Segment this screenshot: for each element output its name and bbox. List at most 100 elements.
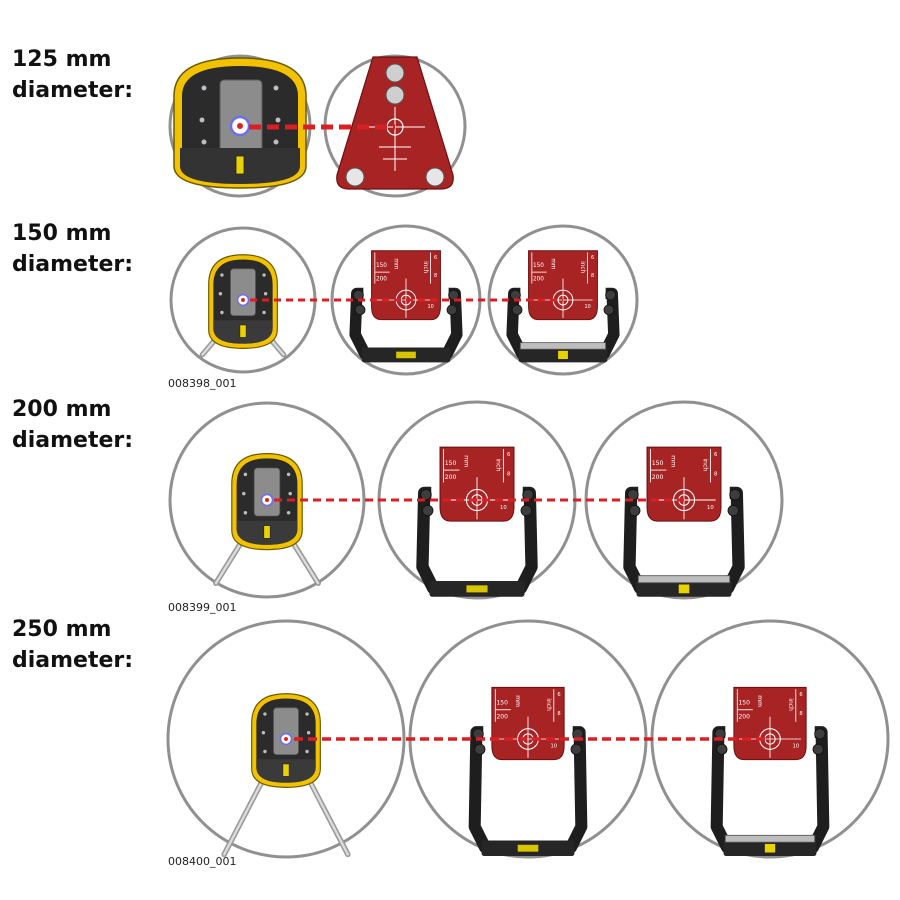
target-foot — [425, 167, 445, 187]
target-scale-mark: 150 — [533, 263, 544, 269]
level-vial — [239, 324, 247, 338]
laser-250 — [221, 693, 351, 858]
target-scale-mark: mm — [756, 695, 763, 707]
target-scale-mark: 8 — [714, 471, 717, 477]
target-scale-mark: 200 — [652, 474, 664, 481]
holder-knob — [448, 289, 459, 301]
target-scale-mark: mm — [550, 258, 556, 270]
holder-knob — [727, 504, 739, 517]
screw — [243, 472, 248, 477]
holder-knob — [422, 504, 434, 517]
target-scale-mark: 200 — [376, 276, 387, 282]
screw — [288, 491, 292, 496]
holder-level-vial — [764, 843, 776, 853]
row-3-label: 200 mm diameter: — [12, 397, 134, 453]
screw — [305, 712, 309, 716]
holder-knob — [446, 304, 458, 316]
laser-plate — [230, 268, 256, 316]
screw — [286, 472, 291, 477]
screw — [275, 117, 281, 123]
holder-knob — [520, 504, 532, 517]
holder-knob — [474, 743, 486, 755]
screw — [262, 310, 266, 315]
target-scale-mark: 8 — [434, 273, 437, 279]
target-scale-mark: 200 — [496, 713, 508, 720]
target-scale-mark: 150 — [652, 460, 664, 467]
holder-knob — [420, 489, 432, 501]
laser-aperture-dot — [265, 498, 269, 502]
holder-level-vial — [558, 350, 568, 360]
screw — [263, 292, 268, 296]
target-scale-mark: inch — [545, 698, 552, 711]
target-scale-mark: 10 — [427, 304, 433, 310]
screw — [220, 310, 224, 315]
target-200-a: 150 200 mm inch 6 8 10 — [416, 446, 538, 597]
screw — [201, 139, 207, 145]
target-scale-mark: mm — [670, 455, 677, 467]
row-4-figure-code: 008400_001 — [168, 855, 237, 868]
laser-closeup-125 — [173, 57, 307, 189]
target-scale-mark: mm — [463, 455, 470, 467]
target-scale-mark: 10 — [500, 505, 507, 511]
target-scale-mark: 10 — [793, 744, 800, 750]
holder-knob — [605, 289, 616, 301]
target-knob — [385, 63, 405, 83]
holder-knob — [627, 489, 639, 501]
holder-knob — [812, 743, 824, 755]
target-scale-mark: inch — [579, 261, 585, 273]
holder-knob — [354, 304, 366, 316]
target-scale-mark: 10 — [551, 744, 558, 750]
screw — [261, 731, 266, 735]
holder-knob — [522, 489, 534, 501]
laser-aperture-dot — [284, 737, 288, 741]
target-scale-mark: 6 — [799, 692, 802, 698]
holder-level-vial — [678, 584, 690, 594]
holder-knob — [570, 743, 582, 755]
target-scale-mark: inch — [422, 261, 428, 273]
holder-knob — [511, 304, 523, 316]
triangular-target-125 — [336, 56, 454, 190]
target-scale-mark: 8 — [557, 711, 560, 717]
target-scale-mark: 150 — [738, 700, 750, 707]
screw — [201, 85, 207, 91]
row-4-label: 250 mm diameter: — [12, 617, 134, 673]
target-scale-mark: 10 — [584, 304, 590, 310]
target-scale-mark: 8 — [799, 711, 802, 717]
target-scale-mark: 6 — [557, 692, 560, 698]
screw — [305, 749, 309, 754]
laser-plate — [253, 467, 281, 517]
screw — [242, 491, 246, 496]
target-scale-mark: mm — [393, 258, 399, 270]
screw — [263, 749, 267, 754]
laser-plate — [273, 707, 299, 755]
laser-aperture-dot — [237, 123, 243, 129]
target-scale-mark: 150 — [445, 460, 457, 467]
holder-knob — [603, 304, 615, 316]
holder-level-bar — [519, 342, 607, 350]
laser-200 — [213, 452, 321, 587]
target-scale-mark: 6 — [714, 452, 718, 458]
target-scale-mark: 150 — [496, 700, 508, 707]
laser-aperture-dot — [241, 298, 245, 302]
holder-knob — [629, 504, 641, 517]
holder-level-bar — [637, 575, 731, 584]
target-scale-mark: 6 — [591, 255, 594, 261]
holder-label-plate — [466, 585, 488, 593]
holder-label-plate — [517, 844, 539, 852]
target-scale-mark: 150 — [376, 263, 387, 269]
laser-150 — [199, 254, 287, 358]
row-3-figure-code: 008399_001 — [168, 601, 237, 614]
target-scale-mark: inch — [494, 458, 501, 471]
row-2-figure-code: 008398_001 — [168, 377, 237, 390]
target-scale-mark: 200 — [445, 474, 457, 481]
screw — [199, 117, 205, 123]
screw — [220, 273, 224, 277]
target-knob — [385, 85, 405, 105]
target-scale-mark: 6 — [507, 452, 511, 458]
screw — [262, 273, 266, 277]
target-scale-mark: 8 — [507, 471, 510, 477]
